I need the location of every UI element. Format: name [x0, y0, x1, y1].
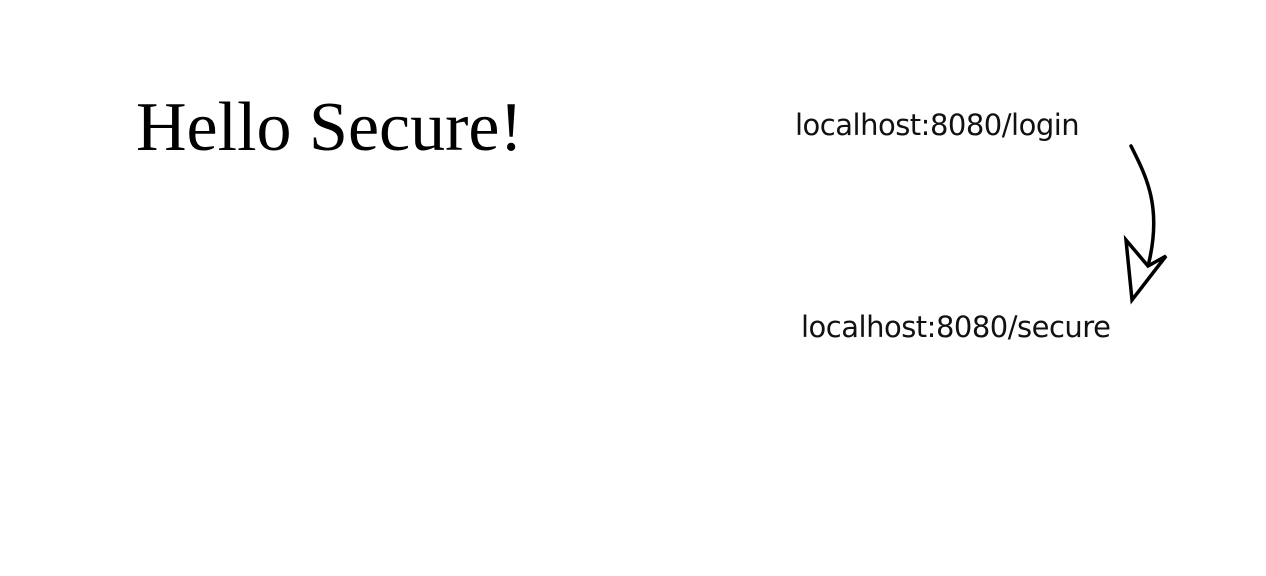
page-heading: Hello Secure! — [136, 89, 523, 166]
arrow-shaft — [1129, 144, 1156, 264]
arrow-head — [1123, 234, 1168, 305]
secure-url-label: localhost:8080/secure — [801, 310, 1111, 344]
login-url-label: localhost:8080/login — [795, 108, 1080, 142]
curved-arrow-down-icon — [1123, 144, 1168, 305]
